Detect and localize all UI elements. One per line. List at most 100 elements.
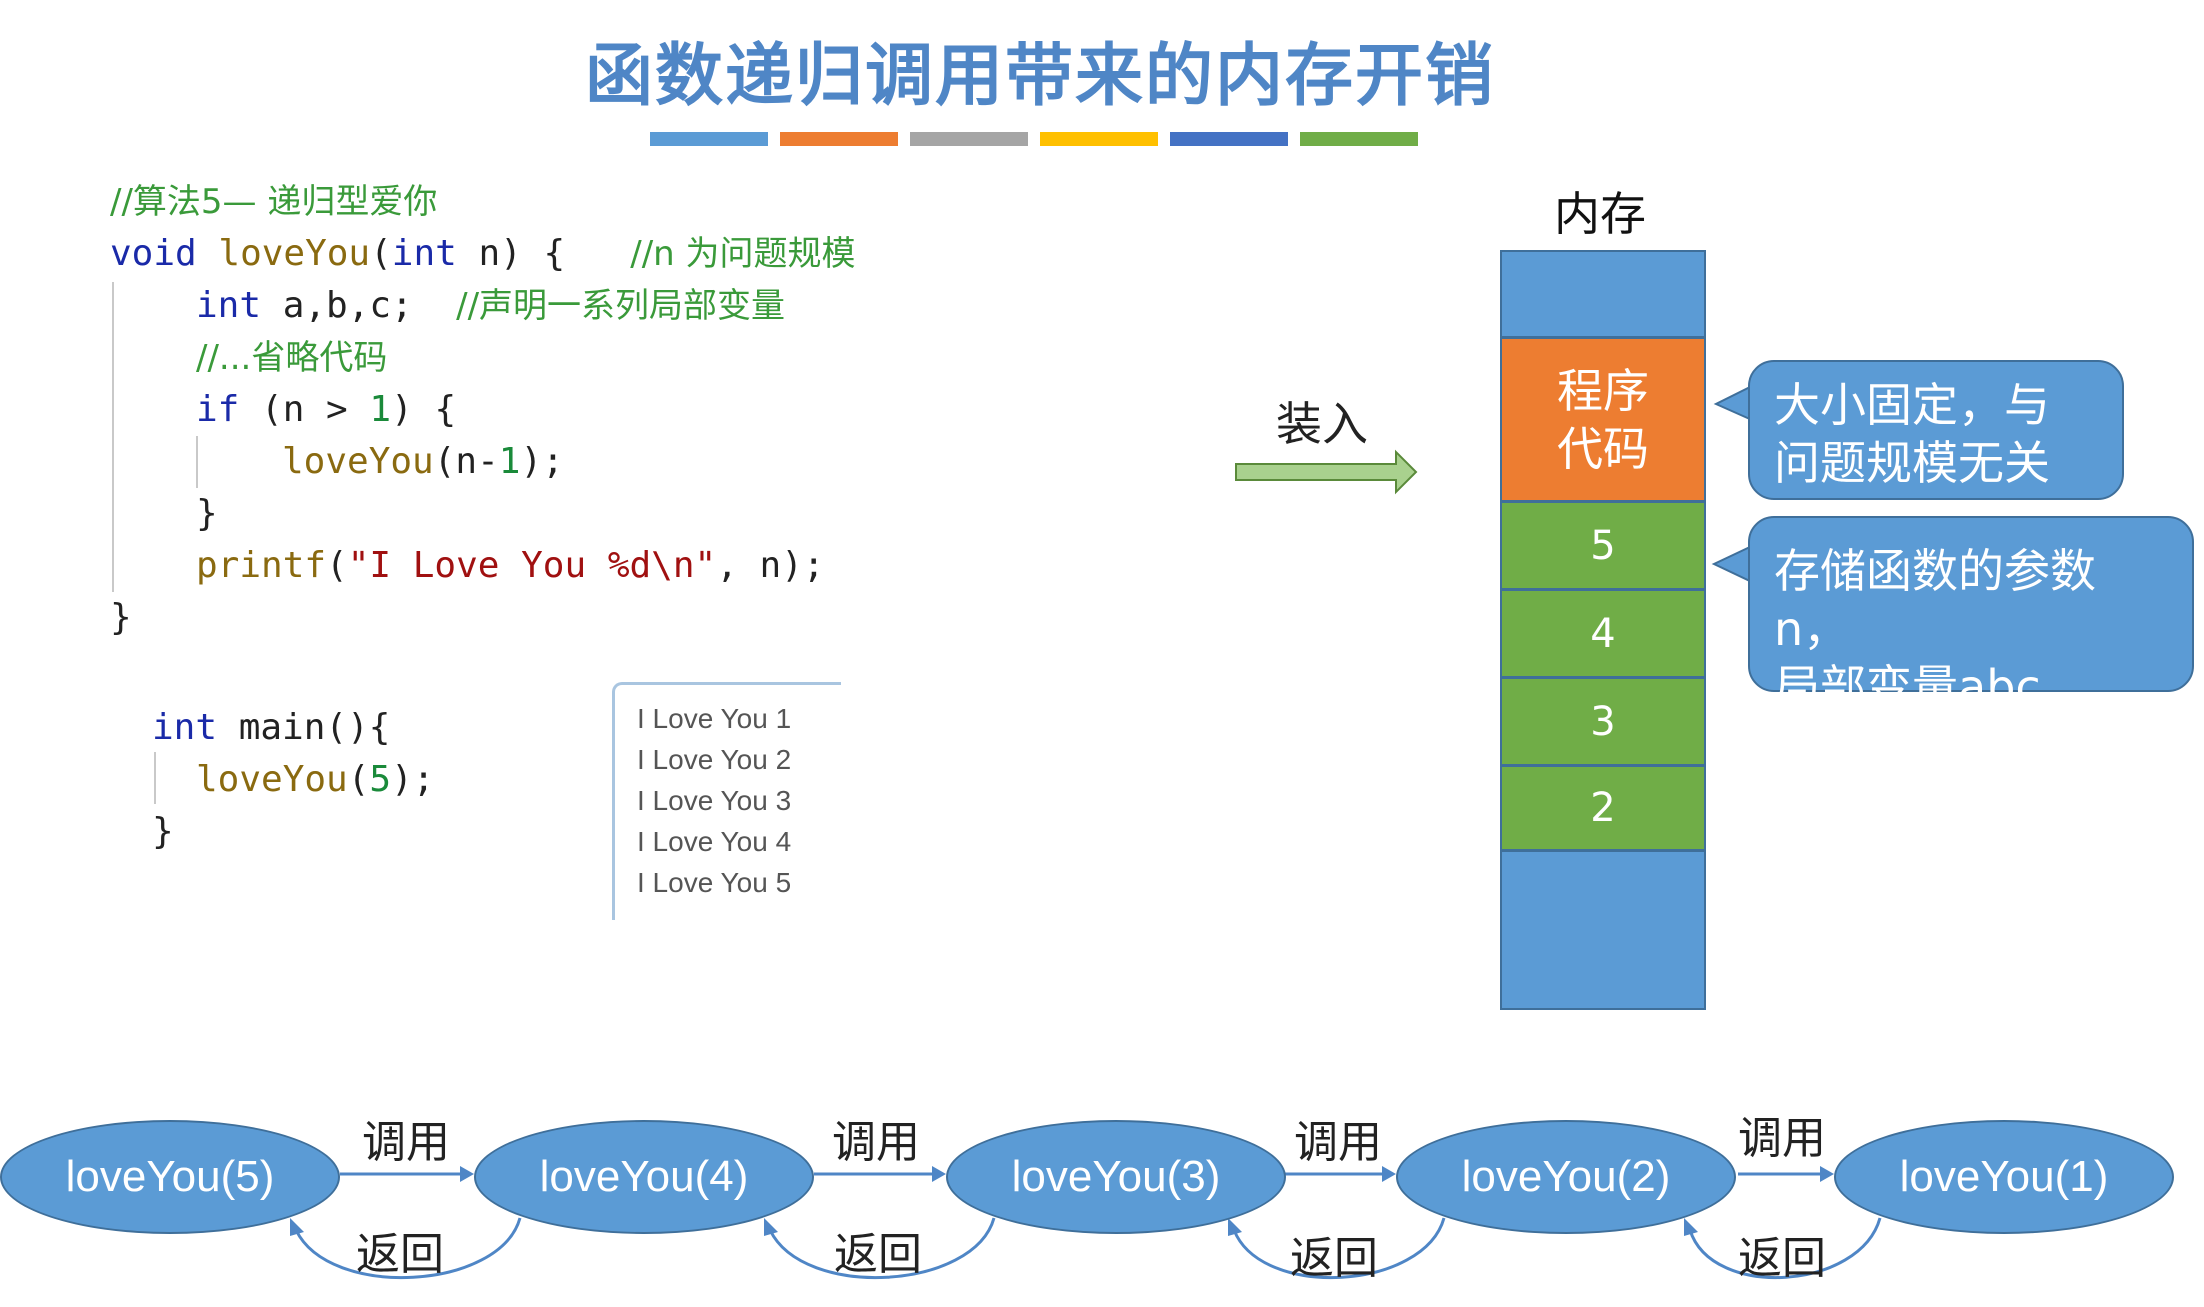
accent-bar bbox=[1040, 132, 1158, 146]
return-label: 返回 bbox=[1738, 1233, 1826, 1284]
code-function: printf bbox=[196, 545, 327, 586]
return-label: 返回 bbox=[1290, 1233, 1378, 1284]
code-text: ( bbox=[326, 545, 348, 586]
callout-text: 大小固定，与 bbox=[1774, 378, 2050, 432]
stack-frame: 2 bbox=[1502, 764, 1704, 852]
code-size-callout: 大小固定，与 问题规模无关 bbox=[1748, 360, 2124, 500]
code-text: n) { bbox=[456, 233, 566, 274]
output-line: I Love You 4 bbox=[637, 826, 792, 857]
output-line: I Love You 5 bbox=[637, 867, 792, 898]
return-label: 返回 bbox=[356, 1229, 444, 1280]
accent-bar bbox=[780, 132, 898, 146]
callout-pointer bbox=[1713, 384, 1753, 422]
indent-guide bbox=[112, 282, 114, 592]
code-number: 1 bbox=[498, 441, 521, 482]
code-keyword: void bbox=[110, 233, 197, 274]
output-line: I Love You 3 bbox=[637, 785, 792, 816]
code-text: ); bbox=[391, 759, 435, 800]
return-arrow-icon bbox=[1684, 1217, 1882, 1280]
code-line-if: if (n > 1) { bbox=[196, 384, 456, 436]
code-text: main(){ bbox=[217, 707, 391, 748]
call-node: loveYou(5) bbox=[0, 1120, 340, 1234]
program-code-label: 程序 bbox=[1557, 363, 1649, 418]
code-keyword: int bbox=[152, 707, 218, 748]
code-number: 5 bbox=[369, 759, 392, 800]
indent-guide bbox=[154, 752, 156, 804]
indent-guide bbox=[196, 436, 198, 488]
code-keyword: if bbox=[196, 389, 240, 430]
callout-pointer bbox=[1711, 544, 1753, 584]
code-text: ( bbox=[370, 233, 392, 274]
code-line-signature: void loveYou(int n) { //n 为问题规模 bbox=[110, 228, 856, 280]
return-arrow-icon bbox=[764, 1217, 996, 1280]
code-line-main-call: loveYou(5); bbox=[196, 754, 434, 806]
code-text: (n > bbox=[239, 389, 370, 430]
accent-bars bbox=[650, 132, 1418, 146]
code-function: loveYou bbox=[282, 441, 434, 482]
code-function: loveYou bbox=[196, 759, 348, 800]
call-label: 调用 bbox=[1294, 1117, 1382, 1168]
load-arrow-icon bbox=[1235, 449, 1418, 495]
program-code-label: 代码 bbox=[1557, 421, 1649, 476]
code-comment: //...省略代码 bbox=[196, 338, 388, 378]
accent-bar bbox=[1170, 132, 1288, 146]
code-comment: //n 为问题规模 bbox=[630, 234, 856, 274]
call-node: loveYou(4) bbox=[474, 1120, 814, 1234]
call-node: loveYou(2) bbox=[1396, 1120, 1736, 1234]
code-text: ( bbox=[347, 759, 370, 800]
code-line-printf: printf("I Love You %d\n", n); bbox=[196, 540, 825, 592]
call-arrow-icon bbox=[1738, 1166, 1834, 1182]
call-node: loveYou(1) bbox=[1834, 1120, 2174, 1234]
code-function: loveYou bbox=[218, 233, 371, 274]
call-label: 调用 bbox=[832, 1117, 920, 1168]
accent-bar bbox=[910, 132, 1028, 146]
output-line: I Love You 2 bbox=[637, 744, 792, 775]
code-text: ); bbox=[520, 441, 564, 482]
callout-text: 问题规模无关 bbox=[1774, 436, 2050, 490]
code-string: "I Love You %d\n" bbox=[347, 545, 717, 586]
code-text: } bbox=[110, 597, 132, 638]
code-line-fn-close: } bbox=[110, 592, 132, 644]
callout-text: 存储函数的参数n， bbox=[1774, 544, 2096, 656]
call-label: 调用 bbox=[362, 1117, 450, 1168]
memory-label: 内存 bbox=[1554, 187, 1646, 241]
code-comment: //声明一系列局部变量 bbox=[456, 286, 786, 326]
return-label: 返回 bbox=[834, 1229, 922, 1280]
code-line-if-close: } bbox=[196, 488, 218, 540]
code-text: ) { bbox=[391, 389, 457, 430]
code-line-main: int main(){ bbox=[152, 702, 390, 754]
call-arrow-icon bbox=[340, 1166, 474, 1182]
frame-contents-callout: 存储函数的参数n， 局部变量abc... bbox=[1748, 516, 2194, 714]
code-comment: //算法5— 递归型爱你 bbox=[110, 182, 438, 222]
call-node: loveYou(3) bbox=[946, 1120, 1286, 1234]
code-keyword: int bbox=[196, 285, 262, 326]
code-text: (n- bbox=[433, 441, 499, 482]
page-title: 函数递归调用带来的内存开销 bbox=[584, 37, 1495, 116]
output-line: I Love You 1 bbox=[637, 703, 792, 734]
accent-bar bbox=[650, 132, 768, 146]
console-output: I Love You 1 I Love You 2 I Love You 3 I… bbox=[612, 682, 841, 920]
code-line-recursion: loveYou(n-1); bbox=[282, 436, 564, 488]
code-text: , n); bbox=[716, 545, 825, 586]
code-text: } bbox=[152, 811, 174, 852]
load-label: 装入 bbox=[1276, 397, 1368, 451]
stack-frame: 3 bbox=[1502, 676, 1704, 764]
stack-frame: 5 bbox=[1502, 500, 1704, 588]
callout-text: 局部变量abc... bbox=[1774, 660, 2085, 714]
code-text: a,b,c; bbox=[261, 285, 413, 326]
program-code-block: 程序 代码 bbox=[1502, 336, 1704, 500]
code-line-main-close: } bbox=[152, 806, 174, 858]
code-keyword: int bbox=[391, 233, 457, 274]
code-number: 1 bbox=[369, 389, 392, 430]
code-line-comment: //算法5— 递归型爱你 bbox=[110, 176, 437, 228]
return-arrow-icon bbox=[290, 1217, 522, 1280]
code-line-decl: int a,b,c; //声明一系列局部变量 bbox=[196, 280, 785, 332]
code-line-omit: //...省略代码 bbox=[196, 332, 387, 384]
memory-stack: 程序 代码 5 4 3 2 bbox=[1500, 250, 1706, 1010]
code-text: } bbox=[196, 493, 218, 534]
stack-frame: 4 bbox=[1502, 588, 1704, 676]
return-arrow-icon bbox=[1228, 1217, 1446, 1280]
call-label: 调用 bbox=[1738, 1113, 1826, 1164]
call-arrow-icon bbox=[814, 1166, 946, 1182]
